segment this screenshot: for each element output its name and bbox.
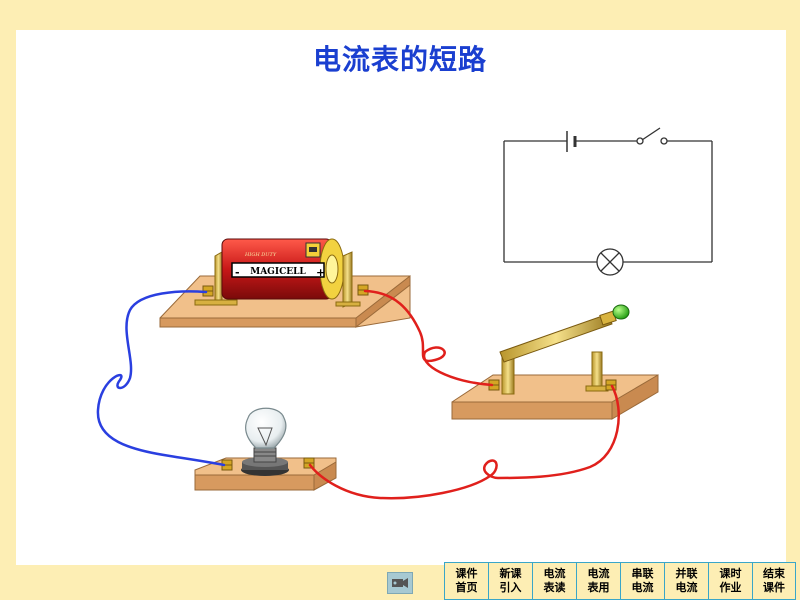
battery: MAGICELL HIGH DUTY + - <box>221 238 345 300</box>
camera-button[interactable] <box>387 572 413 594</box>
nav-label: 电流 <box>631 581 654 594</box>
nav-label: 电流 <box>543 567 566 580</box>
battery-brand-label: MAGICELL <box>250 267 306 277</box>
nav-homework-button[interactable]: 课时 作业 <box>708 562 752 600</box>
nav-ammeter-reading-button[interactable]: 电流 表读 <box>532 562 576 600</box>
wire-blue <box>96 290 226 467</box>
nav-label: 电流 <box>587 567 610 580</box>
light-bulb <box>241 407 289 476</box>
nav-bar: 课件 首页 新课 引入 电流 表读 电流 表用 串联 电流 并联 电流 课时 作… <box>444 562 796 600</box>
wire-red-switch-lamp <box>308 384 620 500</box>
battery-plus-label: + <box>316 266 325 279</box>
battery-minus-label: - <box>235 266 240 279</box>
nav-label: 首页 <box>455 581 478 594</box>
nav-label: 引入 <box>499 581 522 594</box>
nav-label: 表用 <box>587 581 610 594</box>
nav-end-button[interactable]: 结束 课件 <box>752 562 796 600</box>
circuit-schematic <box>503 127 713 276</box>
camera-icon <box>392 578 408 588</box>
nav-label: 并联 <box>675 567 698 580</box>
switch-board <box>451 304 659 420</box>
wire-red-battery-switch <box>363 289 494 387</box>
nav-label: 表读 <box>543 581 566 594</box>
nav-intro-button[interactable]: 新课 引入 <box>488 562 532 600</box>
lamp-board <box>194 407 337 491</box>
lamp-terminal-right <box>303 457 315 469</box>
nav-label: 课件 <box>763 581 785 594</box>
page-title: 电流表的短路 <box>312 43 487 76</box>
nav-label: 结束 <box>763 567 785 580</box>
nav-home-button[interactable]: 课件 首页 <box>444 562 488 600</box>
nav-label: 串联 <box>631 567 654 580</box>
nav-label: 课件 <box>455 567 478 580</box>
nav-label: 新课 <box>499 567 522 580</box>
battery-top-label: HIGH DUTY <box>244 252 277 258</box>
nav-label: 课时 <box>719 567 742 580</box>
nav-series-current-button[interactable]: 串联 电流 <box>620 562 664 600</box>
nav-label: 电流 <box>675 581 698 594</box>
switch-terminal-right <box>605 379 617 391</box>
nav-ammeter-usage-button[interactable]: 电流 表用 <box>576 562 620 600</box>
nav-label: 作业 <box>719 581 742 594</box>
battery-board: MAGICELL HIGH DUTY + - <box>159 238 411 329</box>
switch-handle[interactable] <box>612 304 630 320</box>
lamp-symbol-icon <box>596 248 624 276</box>
nav-parallel-current-button[interactable]: 并联 电流 <box>664 562 708 600</box>
